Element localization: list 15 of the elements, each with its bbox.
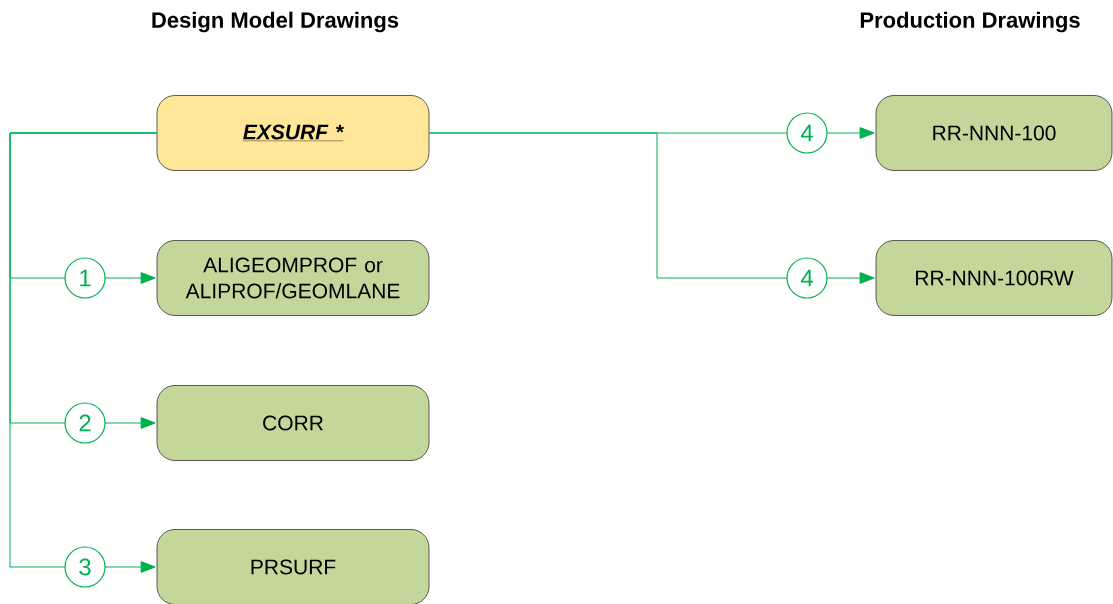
process-box: RR-NNN-100 (875, 95, 1113, 171)
edge-label: 2 (64, 402, 106, 444)
edge-label: 3 (64, 546, 106, 588)
process-box: ALIGEOMPROF or ALIPROF/GEOMLANE (156, 240, 430, 316)
heading: Design Model Drawings (152, 11, 399, 33)
edge-label: 4 (786, 257, 828, 299)
process-box: EXSURF * (156, 95, 430, 171)
process-box: PRSURF (156, 529, 430, 604)
arrow (9, 132, 158, 573)
edge-label: 4 (786, 112, 828, 154)
edge-label: 1 (64, 257, 106, 299)
process-box: RR-NNN-100RW (875, 240, 1113, 316)
heading: Production Drawings (860, 11, 1080, 33)
process-box: CORR (156, 385, 430, 461)
arrow (428, 132, 875, 284)
